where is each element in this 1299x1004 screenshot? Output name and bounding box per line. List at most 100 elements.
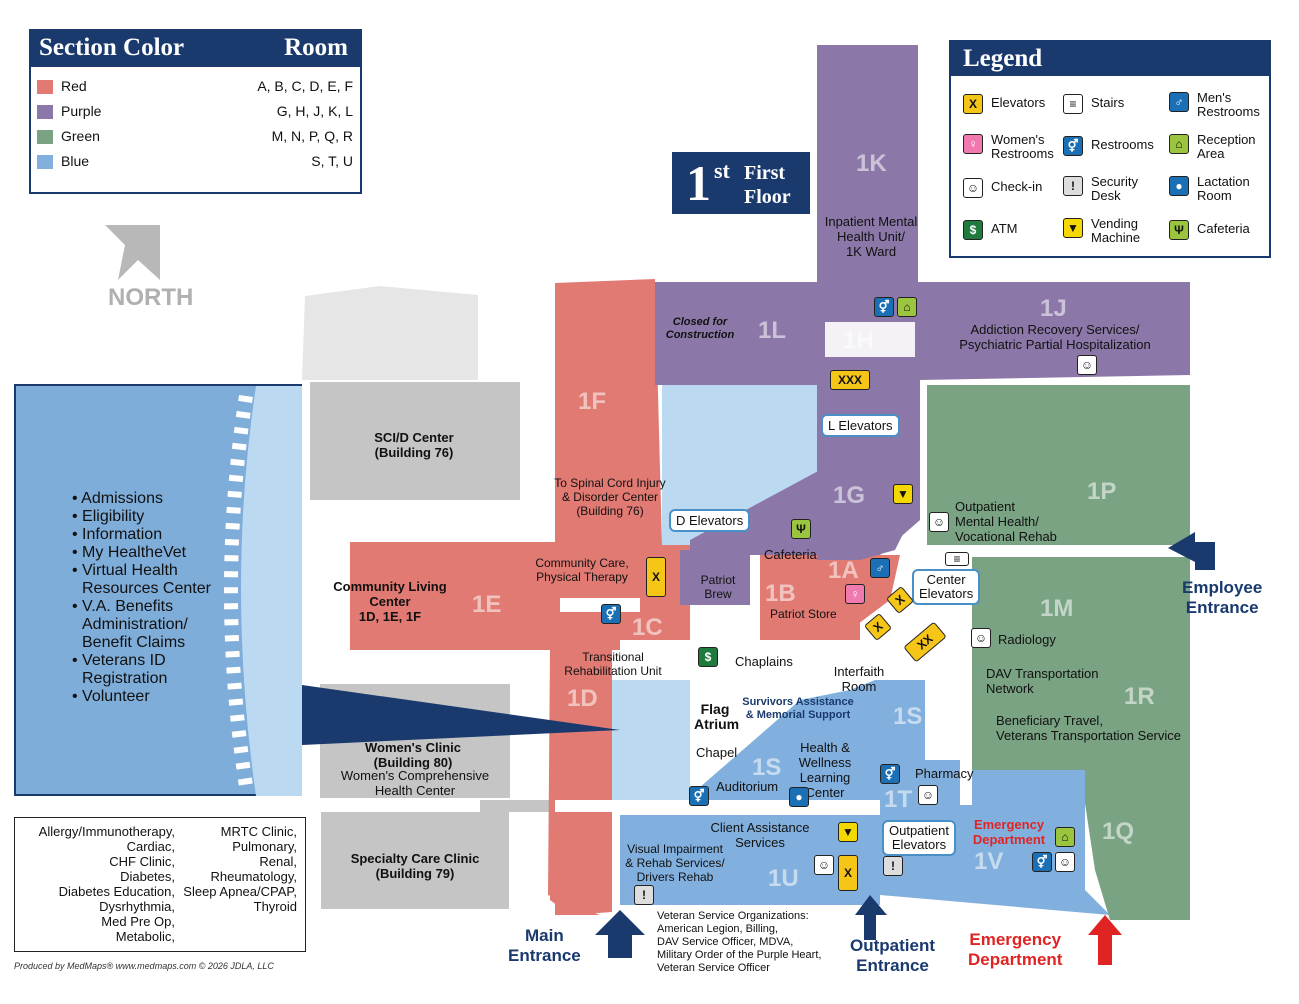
room-1F: 1F (578, 388, 607, 415)
restroom-icon: ⚥ (880, 764, 900, 784)
vending-icon: ▼ (893, 484, 913, 504)
chapel-label: Chapel (696, 745, 738, 760)
atm-icon: $ (963, 220, 983, 240)
room-1M: 1M (1040, 595, 1074, 622)
patriot-brew-label: Patriot Brew (700, 573, 736, 601)
checkin-icon: ☺ (963, 178, 983, 198)
room-1R: 1R (1124, 683, 1155, 710)
emergency-dept-room-label: Emergency Department (972, 817, 1046, 847)
floor-badge: 1 st First Floor (672, 152, 810, 214)
emergency-entrance-arrow (1088, 915, 1122, 965)
room-1E: 1E (472, 591, 502, 618)
clc-label: Community Living Center 1D, 1E, 1F (333, 579, 447, 624)
community-care-label: Community Care, Physical Therapy (535, 556, 629, 584)
outpatient-entrance-label: Outpatient Entrance (850, 936, 935, 975)
green-section-1P (927, 385, 1190, 545)
purple-section-1L (655, 282, 1190, 560)
beneficiary-label: Beneficiary Travel, Veterans Transportat… (996, 713, 1181, 743)
flag-atrium-label: Flag Atrium (694, 701, 740, 732)
section-name: Purple (61, 103, 102, 119)
section-row-red: Red A, B, C, D, E, F (37, 77, 353, 97)
outpatient-entrance-arrow (855, 895, 887, 940)
info-item: • Information (72, 526, 163, 543)
legend-title: Legend (951, 42, 1269, 76)
info-item: • Admissions (72, 490, 163, 507)
outpatient-elevators-callout: Outpatient Elevators (882, 820, 956, 856)
security-icon: ! (1063, 176, 1083, 196)
chaplains-label: Chaplains (735, 654, 793, 669)
employee-entrance-arrow (1168, 532, 1215, 570)
scid-label: SCI/D Center (Building 76) (374, 430, 454, 460)
checkin-icon: ☺ (971, 628, 991, 648)
dav-label: DAV Transportation Network (986, 666, 1099, 696)
client-assistance-label: Client Assistance Services (710, 820, 810, 850)
section-color-table: Section Color Room Red A, B, C, D, E, F … (29, 29, 362, 194)
survivors-label: Survivors Assistance & Memorial Support (742, 696, 854, 721)
checkin-icon: ☺ (918, 785, 938, 805)
cafeteria-label: Cafeteria (764, 547, 817, 562)
info-item: • Veterans ID Registration (72, 652, 168, 687)
interfaith-label: Interfaith Room (833, 664, 885, 694)
room-1C: 1C (632, 614, 663, 641)
section-name: Green (61, 128, 100, 144)
floor-number: 1 (686, 155, 711, 211)
lactation-icon: ● (1169, 176, 1189, 196)
red-swatch (37, 80, 53, 94)
inpatient-label: Inpatient Mental Health Unit/ 1K Ward (824, 214, 918, 259)
cafeteria-icon: Ψ (791, 519, 811, 539)
room-1P: 1P (1087, 478, 1117, 505)
transitional-label: Transitional Rehabilitation Unit (564, 650, 662, 678)
patriot-store-label: Patriot Store (770, 607, 837, 621)
room-1A: 1A (828, 557, 859, 584)
info-item: • Eligibility (72, 508, 145, 525)
l-elevators-icon: XXX (830, 370, 870, 390)
room-1G: 1G (833, 482, 866, 509)
d-elevators-callout: D Elevators (669, 509, 751, 532)
specialty-building (321, 812, 509, 909)
reception-icon: ⌂ (1169, 134, 1189, 154)
floor-line2: Floor (744, 186, 791, 208)
womens-sub-label: Women's Comprehensive Health Center (340, 768, 490, 798)
room-1L: 1L (758, 317, 787, 344)
checkin-icon: ☺ (1055, 852, 1075, 872)
floor-suffix: st (714, 158, 730, 183)
reception-icon: ⌂ (1055, 827, 1075, 847)
room-1D: 1D (567, 685, 598, 712)
closed-label: Closed for Construction (665, 316, 735, 341)
purple-section-1K (817, 45, 918, 282)
vending-icon: ▼ (838, 822, 858, 842)
vending-icon: ▼ (1063, 218, 1083, 238)
floor-line1: First (744, 162, 786, 184)
blue-section-1S (685, 680, 925, 800)
room-1U: 1U (768, 865, 799, 892)
corridor-gray (302, 286, 478, 380)
restroom-icon: ⚥ (1063, 136, 1083, 156)
restroom-icon: ⚥ (689, 786, 709, 806)
l-elevators-callout: L Elevators (821, 414, 900, 437)
employee-entrance-label: Employee Entrance (1182, 578, 1263, 617)
section-color-heading: Section Color (39, 34, 185, 61)
north-arrow-icon (105, 225, 160, 280)
footer-credit: Produced by MedMaps® www.medmaps.com © 2… (14, 961, 274, 971)
green-swatch (37, 130, 53, 144)
red-section-1D-bottom (550, 812, 612, 915)
section-rooms: G, H, J, K, L (276, 103, 353, 119)
info-panel: • Admissions • Eligibility • Information… (14, 384, 302, 796)
outpatient-mh-label: Outpatient Mental Health/ Vocational Reh… (955, 499, 1057, 544)
radiology-label: Radiology (998, 632, 1056, 647)
info-item: • My HealtheVet (72, 544, 187, 561)
stairs-icon: ≡ (1063, 94, 1083, 114)
auditorium-label: Auditorium (716, 779, 779, 794)
section-name: Red (61, 78, 87, 94)
room-1S-right: 1S (893, 703, 923, 730)
mens-restroom-icon: ♂ (870, 558, 890, 578)
info-callout-pointer (302, 685, 620, 745)
mens-restroom-icon: ♂ (1169, 92, 1189, 112)
checkin-icon: ☺ (1077, 355, 1097, 375)
blue-section-1U (620, 815, 880, 905)
purple-swatch (37, 105, 53, 119)
restroom-icon: ⚥ (874, 297, 894, 317)
section-row-blue: Blue S, T, U (37, 152, 353, 172)
restroom-icon: ⚥ (601, 604, 621, 624)
